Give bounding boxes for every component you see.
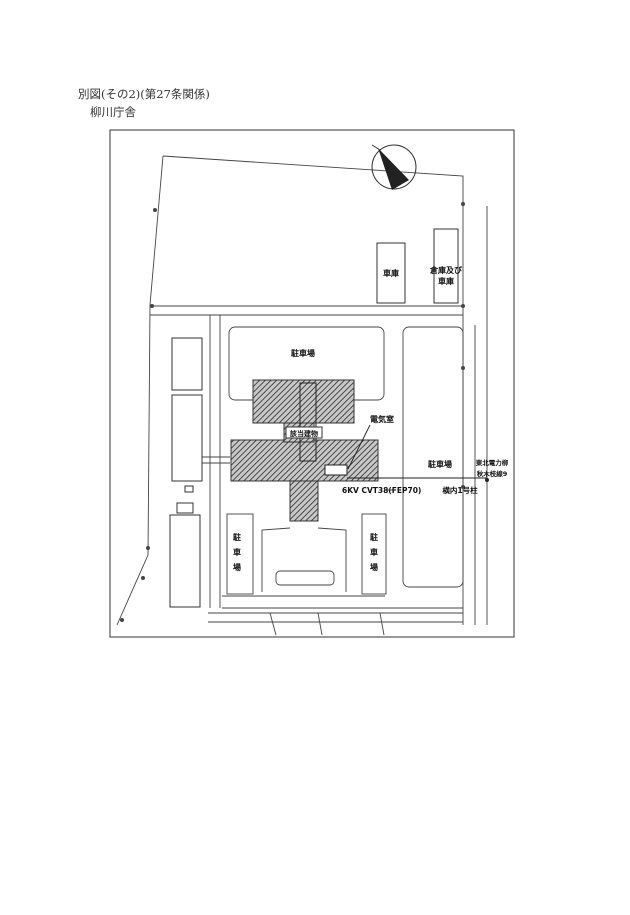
pole-label: 横内1号柱 bbox=[442, 485, 478, 495]
electrical-room bbox=[324, 464, 348, 476]
target-building-label: 該当建物 bbox=[290, 429, 318, 438]
target-outline bbox=[299, 382, 317, 462]
parking-top-label: 駐車場 bbox=[291, 348, 315, 358]
diagram-frame bbox=[109, 129, 515, 638]
power-company-label-1: 東北電力柳 bbox=[476, 458, 509, 467]
parking-right-char-2: 車 bbox=[370, 547, 378, 557]
main-building-upper bbox=[252, 379, 355, 424]
connector-bridge bbox=[202, 456, 230, 464]
warehouse-label-1: 倉庫及び bbox=[429, 265, 462, 275]
road-right bbox=[474, 206, 488, 625]
electrical-room-leader bbox=[347, 424, 371, 470]
left-building-5 bbox=[169, 514, 201, 608]
cable-label: 6KV CVT38(FEP70) bbox=[342, 486, 421, 495]
target-building-label-box bbox=[285, 426, 323, 439]
parking-right-label: 駐車場 bbox=[428, 459, 452, 469]
parking-left-char-1: 駐 bbox=[233, 532, 241, 542]
main-building-south bbox=[289, 480, 319, 522]
left-building-2 bbox=[171, 394, 203, 482]
electrical-room-label: 電気室 bbox=[370, 414, 394, 424]
left-building-1 bbox=[171, 337, 203, 391]
parking-left-char-3: 場 bbox=[233, 562, 241, 572]
left-building-3 bbox=[184, 485, 194, 493]
south-parking-outlines bbox=[226, 513, 387, 595]
utility-pole-marker bbox=[485, 478, 489, 482]
boundary-markers bbox=[120, 202, 465, 622]
parking-right-char-1: 駐 bbox=[370, 532, 378, 542]
parking-right-char-3: 場 bbox=[370, 562, 378, 572]
north-arrow-icon bbox=[371, 144, 417, 190]
power-company-label-2: 秋木枝線9 bbox=[477, 469, 508, 478]
warehouse-building bbox=[433, 228, 459, 304]
garage-label: 車庫 bbox=[383, 268, 399, 278]
warehouse-label-2: 車庫 bbox=[438, 276, 454, 286]
parking-left-char-2: 車 bbox=[233, 547, 241, 557]
header-subtitle: 柳川庁舎 bbox=[90, 105, 136, 119]
left-building-4 bbox=[176, 502, 194, 514]
garage-building bbox=[376, 242, 406, 304]
header-title: 別図(その2)(第27条関係) bbox=[78, 87, 210, 101]
